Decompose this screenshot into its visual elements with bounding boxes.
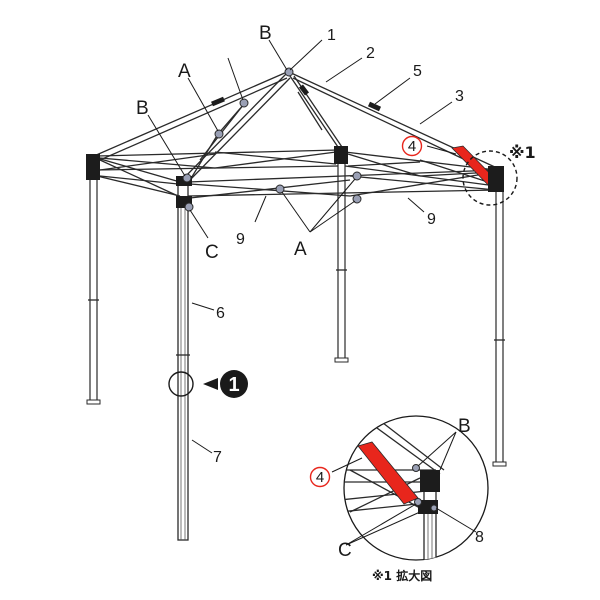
- label-9-right: 9: [427, 211, 436, 228]
- detail-label-4: 4: [316, 469, 324, 486]
- leader-lines: [147, 39, 457, 454]
- perimeter-truss: [96, 149, 498, 199]
- joint-a-3: [275, 184, 285, 194]
- label-2: 2: [366, 45, 375, 62]
- main-labels: B 1 2 A 5 3 B 4 ※1 9 9 C A 6 7: [136, 23, 536, 466]
- label-9-left: 9: [236, 231, 245, 248]
- tent-frame: [86, 67, 507, 541]
- detail-label-b: B: [458, 416, 471, 437]
- detail-view-circle: [343, 415, 489, 561]
- label-b-top: B: [259, 23, 272, 44]
- label-c: C: [205, 242, 219, 263]
- label-4: 4: [408, 138, 416, 155]
- label-a-top: A: [178, 61, 191, 82]
- joint-a-1: [239, 98, 249, 108]
- joint-c: [184, 202, 194, 212]
- detail-label-8: 8: [475, 529, 484, 546]
- label-5: 5: [413, 63, 422, 80]
- detail-label-c: C: [338, 540, 352, 561]
- detail-view: B 4 8 C ※1 拡大図: [309, 415, 489, 583]
- detail-joint-c: [414, 498, 422, 506]
- step-badge-number: 1: [228, 374, 239, 396]
- detail-joint-8: [430, 504, 438, 512]
- label-3: 3: [455, 88, 464, 105]
- step-badge: [220, 370, 248, 398]
- front-left-leg: [176, 179, 190, 541]
- step-indicator-ring: [168, 371, 194, 397]
- label-7: 7: [213, 449, 222, 466]
- joint-a-2: [214, 129, 224, 139]
- pole-sleeves: [211, 84, 382, 112]
- step-pointer: [203, 378, 218, 390]
- detail-caption: ※1 拡大図: [372, 568, 432, 583]
- detail-ref-mark: ※1: [509, 143, 536, 162]
- label-b-left: B: [136, 98, 149, 119]
- label-a-bottom: A: [294, 239, 307, 260]
- back-middle-leg: [334, 157, 349, 363]
- label-1: 1: [327, 27, 336, 44]
- detail-label-4-ring: [309, 466, 331, 488]
- label-6: 6: [216, 305, 225, 322]
- joint-a-4: [352, 171, 362, 181]
- front-right-leg: [492, 187, 507, 467]
- detail-joint-b: [412, 464, 420, 472]
- label-4-ring: [401, 135, 423, 157]
- back-left-leg: [86, 159, 101, 405]
- detail-marker-circle: [462, 150, 518, 206]
